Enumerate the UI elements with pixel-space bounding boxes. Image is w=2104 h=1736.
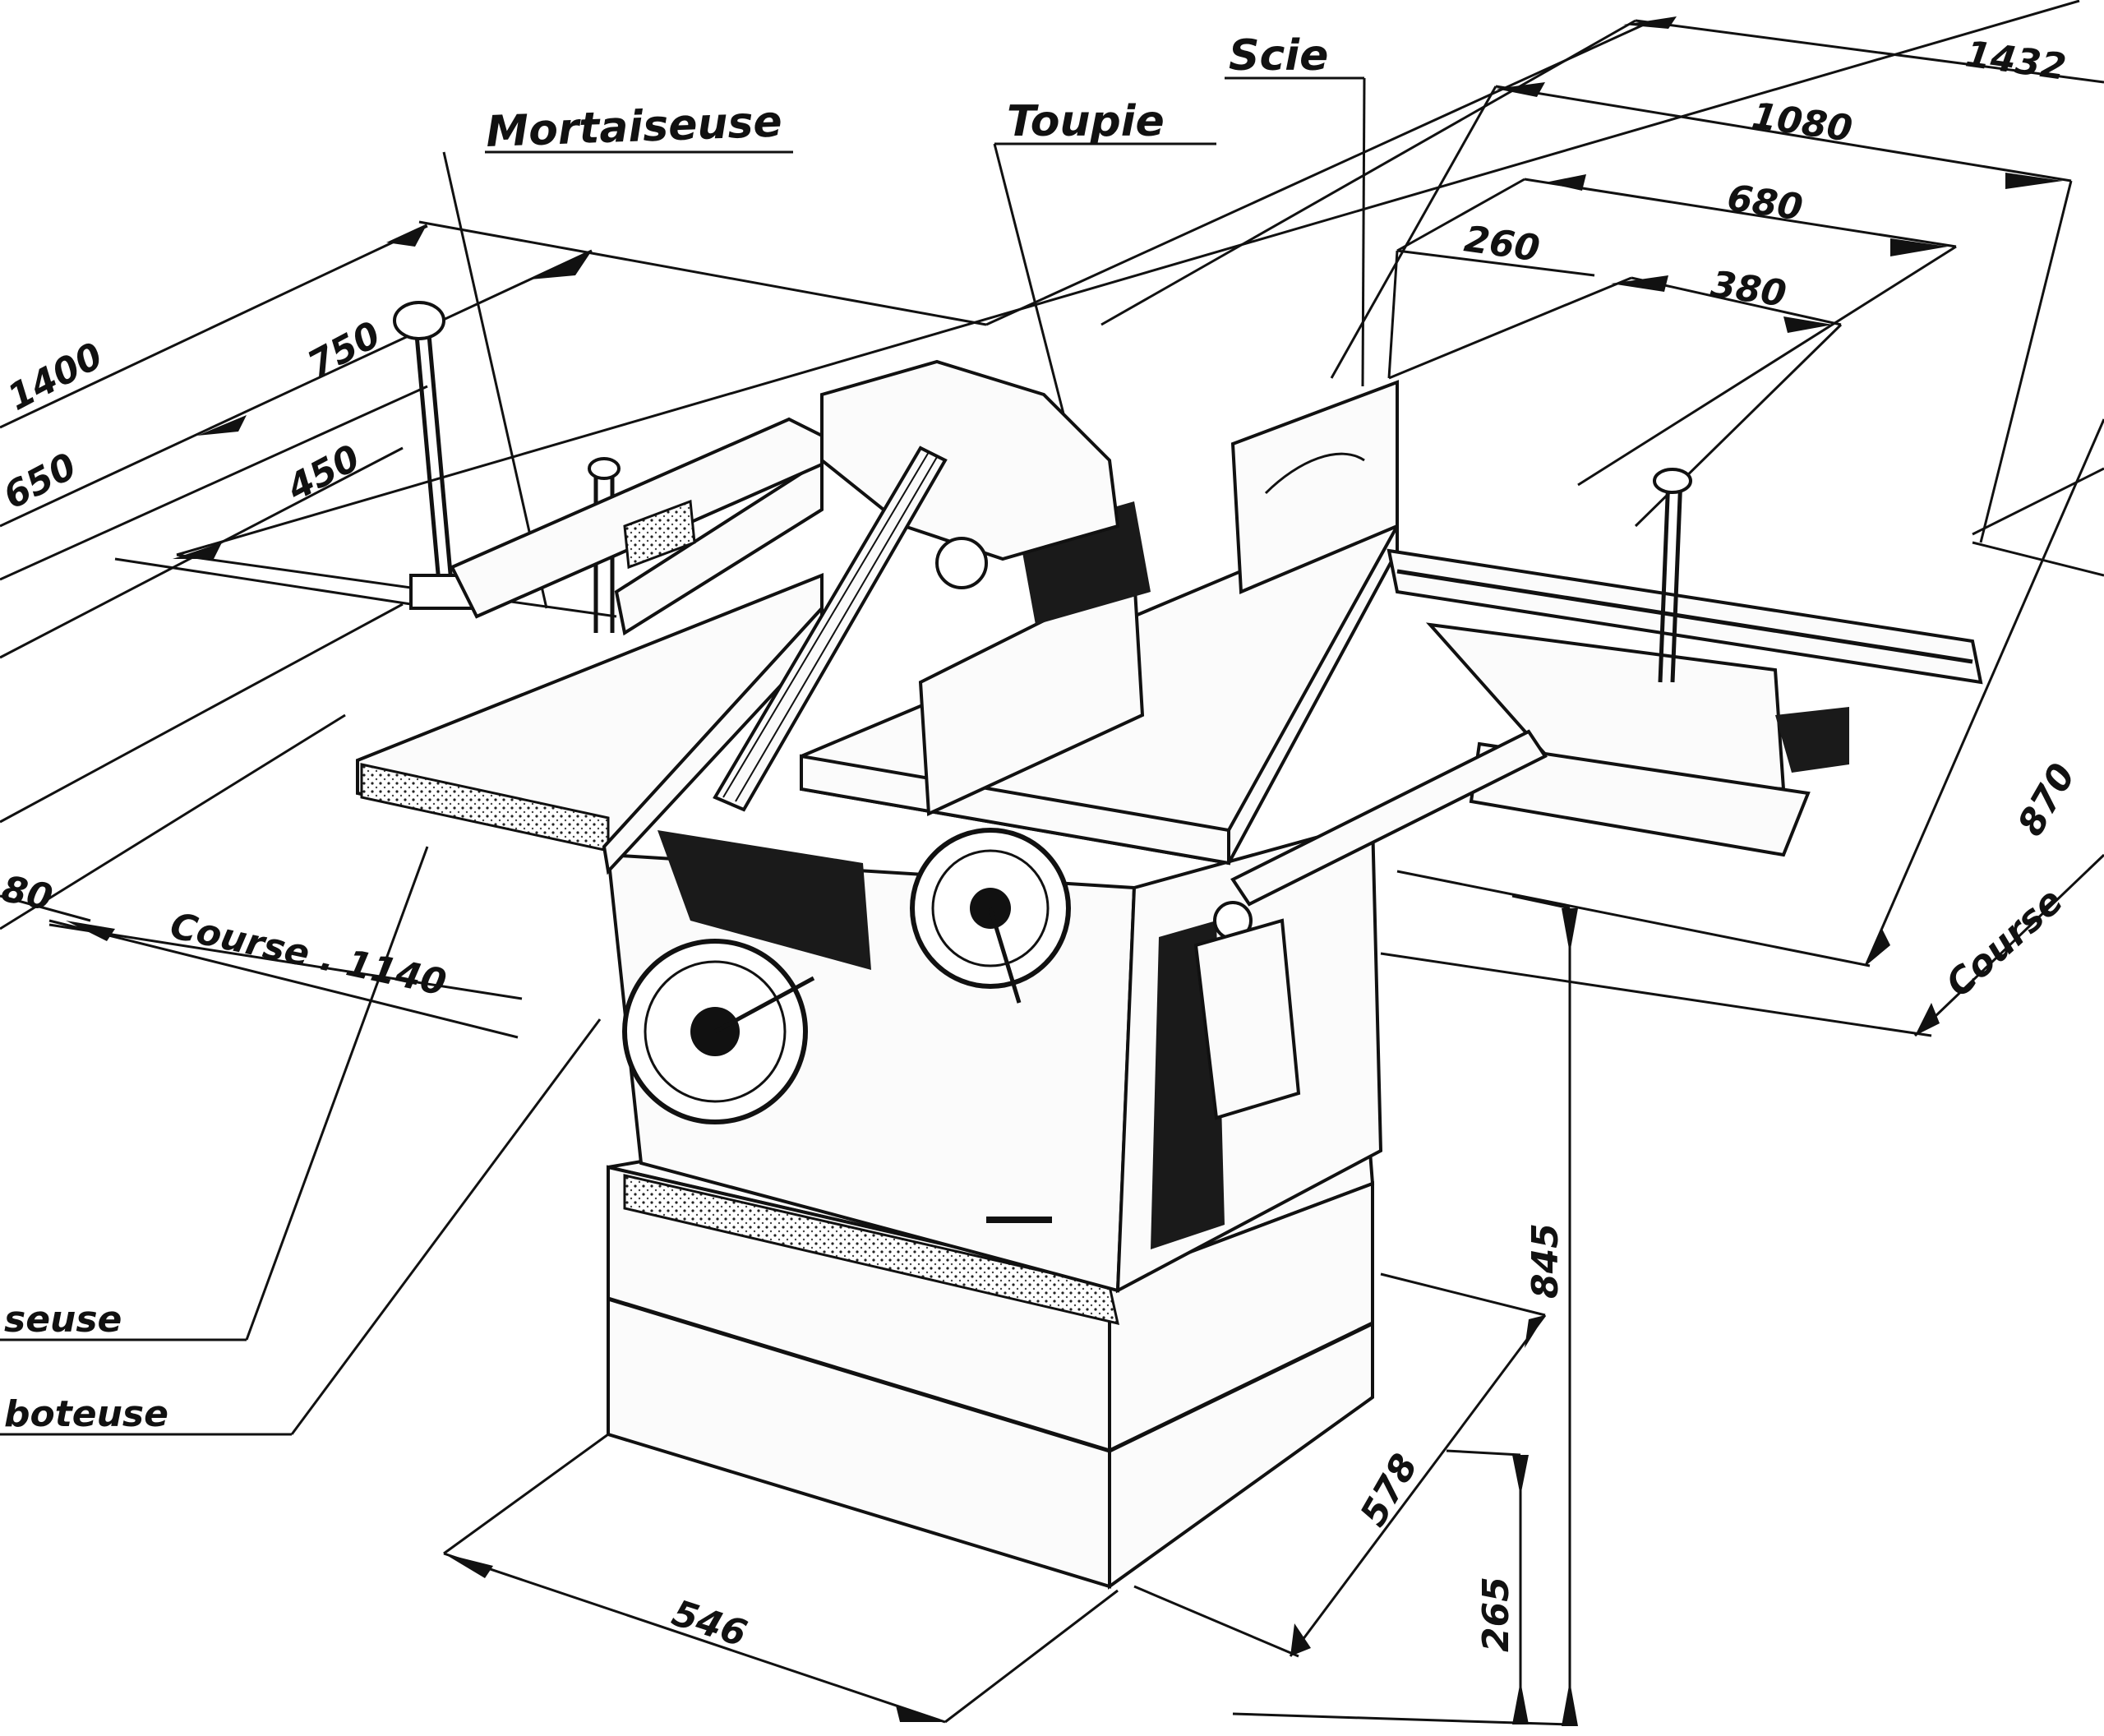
dim-1432: 1432 — [1963, 33, 2068, 89]
label-bottom-1: seuse — [4, 1299, 122, 1341]
dim-750: 750 — [301, 314, 387, 386]
dim-870: 870 — [2009, 756, 2083, 843]
dim-845: 845 — [1525, 1223, 1566, 1299]
handwheel-left-icon — [622, 939, 815, 1124]
saw-blade — [1230, 380, 1399, 594]
label-toupie: Toupie — [1007, 97, 1165, 146]
dim-680: 680 — [1724, 177, 1805, 229]
machine — [356, 301, 1983, 1590]
label-mortaiseuse: Mortaiseuse — [485, 97, 782, 157]
dim-260: 260 — [1461, 218, 1542, 270]
dim-380: 380 — [1708, 263, 1788, 315]
mortiser-table — [450, 417, 824, 619]
dim-546: 546 — [667, 1592, 752, 1655]
guard-arm — [713, 446, 948, 812]
planer-fence — [614, 457, 824, 636]
label-course-right: Course — [1938, 880, 2071, 1005]
label-scie: Scie — [1229, 31, 1328, 81]
toupie-guard — [820, 359, 1120, 561]
dim-265: 265 — [1475, 1577, 1517, 1652]
mortiser-lever-icon — [393, 301, 478, 610]
handwheel-right-icon — [910, 828, 1071, 1004]
dim-1080: 1080 — [1749, 95, 1854, 150]
dim-80: 80 — [0, 868, 56, 920]
carriage-clamp-icon — [1653, 468, 1692, 683]
label-bottom-2: boteuse — [4, 1393, 168, 1435]
dimension-arrows — [66, 16, 2063, 1726]
dim-1400: 1400 — [1, 335, 109, 419]
label-course-left: Course . 1140 — [167, 905, 450, 1004]
